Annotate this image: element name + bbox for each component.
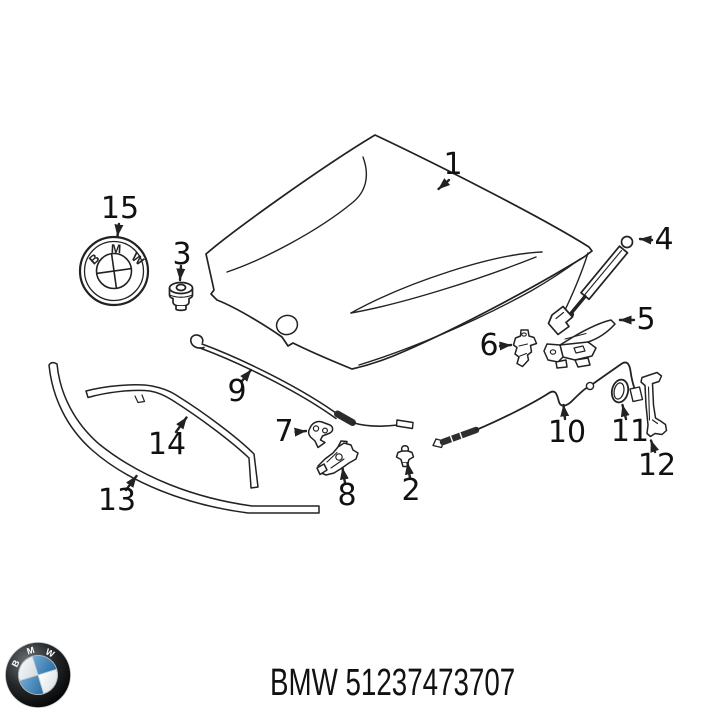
callout-15: 15 [100,191,140,226]
part-4-gas-strut-drawing [547,235,634,336]
callout-11: 11 [610,414,650,449]
part-11-seal-drawing [610,378,630,404]
roundel-letter-m: M [25,645,35,657]
hood-latch-hole [275,314,299,336]
arrow-3 [176,264,186,282]
arrow-4 [638,235,654,245]
part-7-plate-drawing [307,420,334,449]
part-15-emblem-drawing: B M W [78,235,150,307]
arrow-14 [174,416,188,434]
callout-12: 12 [637,448,677,483]
part-3-grommet-drawing [168,281,194,312]
callout-8: 8 [337,478,357,513]
arrow-1 [437,178,451,191]
callout-10: 10 [547,415,587,450]
part-9-rod-drawing [189,334,414,430]
emblem-letter-b: B [86,251,102,267]
bmw-roundel-logo: B M W [5,642,71,708]
part-8-lock-drawing [316,440,359,476]
arrow-10 [560,403,570,421]
callout-6: 6 [479,328,499,363]
arrow-15 [114,222,124,238]
part-1-hood-drawing [205,134,593,370]
emblem-letter-m: M [110,242,121,257]
callout-5: 5 [636,302,656,337]
part-13-seal-strip-drawing [48,361,320,514]
arrow-2 [404,461,414,480]
part-14-channel-strip-drawing [85,384,259,489]
arrow-7 [294,427,308,437]
arrow-8 [339,466,349,485]
arrow-13 [124,474,138,492]
part-number-label: BMW 51237473707 [270,662,516,704]
part-2-clip-drawing [395,445,415,468]
arrow-6 [498,341,513,351]
callout-2: 2 [401,473,421,508]
callout-14: 14 [147,427,187,462]
part-12-bracket-drawing [640,371,668,438]
callout-13: 13 [97,483,137,518]
roundel-letter-b: B [10,658,22,669]
part-10-cable-drawing [432,361,644,449]
callout-arrows [114,178,660,492]
callout-7: 7 [274,414,294,449]
part-6-bracket-drawing [512,329,538,368]
callout-9: 9 [227,374,247,409]
arrow-12 [649,439,660,454]
callout-4: 4 [654,222,674,257]
part-5-hinge-drawing [543,319,616,369]
arrow-11 [620,403,630,421]
arrow-9 [240,368,253,383]
callout-1: 1 [443,147,463,182]
callout-3: 3 [172,237,192,272]
